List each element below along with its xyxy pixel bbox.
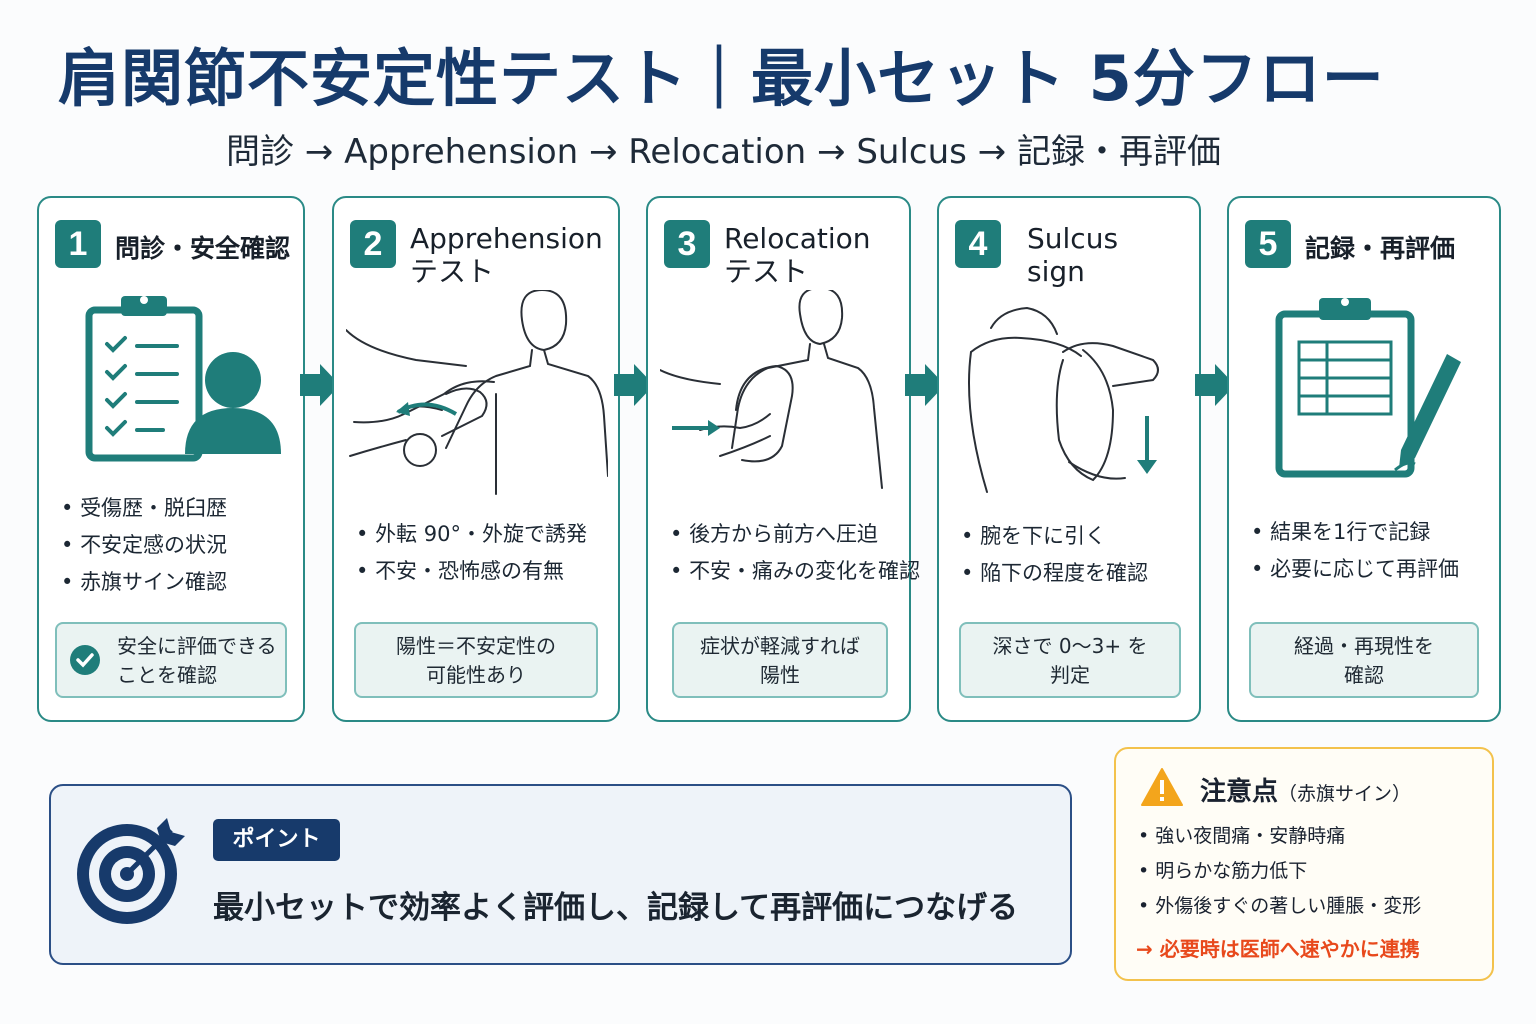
note-line: 判定	[1050, 663, 1090, 687]
step-card-3: 3 Relocation テスト 後方から前方へ圧迫 不安・痛みの変化を確認 症…	[646, 196, 920, 722]
check-circle-icon	[70, 645, 100, 675]
note-line: 症状が軽減すれば	[700, 634, 860, 658]
caution-list: 強い夜間痛・安静時痛 明らかな筋力低下 外傷後すぐの著しい腫脹・変形	[1138, 819, 1421, 924]
step-note: 陽性＝不安定性の 可能性あり	[354, 622, 598, 698]
step-number: 5	[1245, 220, 1291, 268]
note-line: ことを確認	[117, 663, 217, 687]
caution-title: 注意点（赤旗サイン）	[1200, 771, 1411, 808]
step-number: 1	[55, 220, 101, 268]
clipboard-person-icon	[85, 296, 281, 462]
step-card-5: 5 記録・再評価 結果を1行で記録 必要に応じて再評価 経過・再現性を 確認	[1227, 196, 1501, 722]
step-card-4: 4 Sulcus sign 腕を下に引く 陥下の程度を確認 深さで 0〜3+ を…	[937, 196, 1201, 722]
target-arrow-icon	[77, 818, 185, 924]
list-item: 腕を下に引く	[961, 518, 1211, 555]
step-note: 経過・再現性を 確認	[1249, 622, 1479, 698]
note-line: 深さで 0〜3+ を	[992, 634, 1148, 658]
step-title: 記録・再評価	[1305, 234, 1456, 263]
note-line: 陽性＝不安定性の	[396, 634, 556, 658]
step-title-line: テスト	[724, 255, 809, 288]
caution-action: → 必要時は医師へ速やかに連携	[1136, 937, 1420, 961]
list-item: 不安・痛みの変化を確認	[670, 553, 920, 590]
step-bullets: 腕を下に引く 陥下の程度を確認	[961, 518, 1211, 592]
arrow-right-icon	[300, 364, 340, 406]
arrow-right-icon	[614, 364, 654, 406]
warning-icon	[1141, 768, 1183, 806]
list-item: 後方から前方へ圧迫	[670, 516, 920, 553]
note-line: 確認	[1344, 663, 1384, 687]
list-item: 強い夜間痛・安静時痛	[1138, 819, 1421, 854]
step-title-line: sign	[1027, 255, 1085, 288]
step-title-line: テスト	[410, 255, 495, 288]
step-title: Sulcus sign	[1027, 222, 1227, 288]
list-item: 結果を1行で記録	[1251, 514, 1501, 551]
relocation-test-figure	[660, 290, 883, 489]
caution-panel: 注意点（赤旗サイン） 強い夜間痛・安静時痛 明らかな筋力低下 外傷後すぐの著しい…	[1114, 747, 1494, 981]
list-item: 必要に応じて再評価	[1251, 551, 1501, 588]
step-note: 症状が軽減すれば 陽性	[672, 622, 888, 698]
step-title: 問診・安全確認	[115, 234, 291, 263]
step-title-line: Apprehension	[410, 222, 603, 255]
arrow-right-icon	[1195, 364, 1235, 406]
step-bullets: 外転 90°・外旋で誘発 不安・恐怖感の有無	[356, 516, 606, 590]
step-bullets: 結果を1行で記録 必要に応じて再評価	[1251, 514, 1501, 588]
list-item: 赤旗サイン確認	[61, 564, 311, 601]
step-number: 4	[955, 220, 1001, 268]
step-title: Apprehension テスト	[410, 222, 610, 288]
note-line: 可能性あり	[426, 663, 526, 687]
step-title: Relocation テスト	[724, 222, 924, 288]
step-card-2: 2 Apprehension テスト 外転 90°・外旋で誘発 不安・恐怖感の有…	[332, 196, 620, 722]
list-item: 外転 90°・外旋で誘発	[356, 516, 606, 553]
flow-subtitle: 問診 → Apprehension → Relocation → Sulcus …	[226, 132, 1221, 172]
step-bullets: 後方から前方へ圧迫 不安・痛みの変化を確認	[670, 516, 920, 590]
note-line: 経過・再現性を	[1294, 634, 1434, 658]
caution-title-sub: （赤旗サイン）	[1278, 783, 1412, 805]
key-point-panel: ポイント 最小セットで効率よく評価し、記録して再評価につなげる	[49, 784, 1072, 965]
sulcus-sign-figure	[968, 306, 1159, 493]
list-item: 外傷後すぐの著しい腫脹・変形	[1138, 889, 1421, 924]
list-item: 受傷歴・脱臼歴	[61, 490, 311, 527]
step-note: 深さで 0〜3+ を 判定	[959, 622, 1181, 698]
list-item: 明らかな筋力低下	[1138, 854, 1421, 889]
list-item: 不安・恐怖感の有無	[356, 553, 606, 590]
apprehension-test-figure	[346, 290, 608, 495]
step-card-1: 1 問診・安全確認 受傷歴・脱臼歴 不安定感の状況 赤旗サイン確認 安全に評価で…	[37, 196, 305, 722]
step-title-line: Relocation	[724, 222, 871, 255]
list-item: 不安定感の状況	[61, 527, 311, 564]
step-note: 安全に評価できる ことを確認	[55, 622, 287, 698]
point-text: 最小セットで効率よく評価し、記録して再評価につなげる	[213, 890, 1019, 926]
step-number: 2	[350, 220, 396, 268]
clipboard-table-pen-icon	[1275, 298, 1461, 478]
point-badge: ポイント	[213, 819, 340, 861]
step-title-line: Sulcus	[1027, 222, 1119, 255]
caution-title-main: 注意点	[1200, 777, 1279, 807]
page-title: 肩関節不安定性テスト｜最小セット 5分フロー	[58, 42, 1385, 115]
note-line: 陽性	[760, 663, 800, 687]
arrow-right-icon	[905, 364, 945, 406]
list-item: 陥下の程度を確認	[961, 555, 1211, 592]
step-number: 3	[664, 220, 710, 268]
note-line: 安全に評価できる	[117, 634, 277, 658]
step-bullets: 受傷歴・脱臼歴 不安定感の状況 赤旗サイン確認	[61, 490, 311, 601]
